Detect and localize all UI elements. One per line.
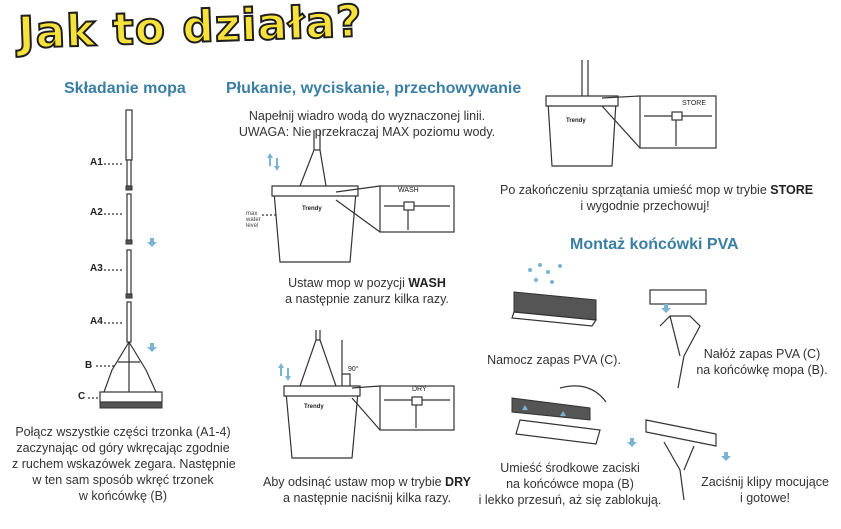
- caption-pva-finish-line: Zaciśnij klipy mocujące: [701, 475, 829, 489]
- mop-label-a1: A1: [90, 157, 103, 168]
- caption-assembly-line: w końcówkę (B): [78, 489, 168, 503]
- caption-dry: Aby odsinąć ustaw mop w trybie DRY a nas…: [232, 474, 502, 506]
- caption-pva-finish-line: i gotowe!: [739, 491, 791, 505]
- caption-store-line-2: i wygodnie przechowuj!: [580, 199, 710, 213]
- caption-store-mode: STORE: [770, 183, 814, 197]
- caption-wash-line-2: a następnie zanurz kilka razy.: [285, 292, 449, 306]
- caption-fill: Napełnij wiadro wodą do wyznaczonej lini…: [232, 108, 502, 140]
- max-water-level-label: max water level: [246, 211, 261, 229]
- caption-assembly-line: Połącz wszystkie części trzonka (A1-4): [15, 425, 231, 439]
- section-title-assembly: Składanie mopa: [64, 80, 186, 97]
- caption-wash-text: Ustaw mop w pozycji: [288, 276, 409, 290]
- caption-pva-attach: Nałóż zapas PVA (C) na końcówkę mopa (B)…: [688, 346, 836, 378]
- store-label: STORE: [682, 100, 706, 107]
- max-water-text: max: [246, 211, 258, 217]
- caption-store: Po zakończeniu sprzątania umieść mop w t…: [500, 182, 813, 214]
- caption-wash: Ustaw mop w pozycji WASH a następnie zan…: [232, 275, 502, 307]
- caption-pva-clips-line: na końcówce mopa (B): [506, 477, 634, 491]
- wash-label: WASH: [398, 187, 419, 194]
- caption-pva-clips-line: Umieść środkowe zaciski: [500, 461, 640, 475]
- caption-dry-line-2: a następnie naciśnij kilka razy.: [283, 491, 451, 505]
- bucket-brand-store: Trendy: [566, 118, 586, 124]
- caption-fill-line: Napełnij wiadro wodą do wyznaczonej lini…: [248, 109, 486, 123]
- caption-dry-mode: DRY: [445, 475, 471, 489]
- mop-label-a3: A3: [90, 263, 103, 274]
- caption-assembly-line: w ten sam sposób wkręć trzonek: [32, 473, 214, 487]
- caption-wash-line-1: Ustaw mop w pozycji WASH: [232, 275, 502, 291]
- mop-label-a4: A4: [90, 316, 103, 327]
- mop-label-a2: A2: [90, 207, 103, 218]
- caption-assembly-line: zaczynając od góry wkręcając zgodnie: [16, 441, 230, 455]
- angle-label: 90°: [348, 366, 359, 373]
- caption-wash-mode: WASH: [408, 276, 446, 290]
- caption-pva-clips-line: i lekko przesuń, aż się zablokują.: [478, 493, 662, 507]
- caption-assembly: Połącz wszystkie części trzonka (A1-4) z…: [12, 424, 236, 504]
- section-title-pva: Montaż końcówki PVA: [570, 236, 739, 253]
- caption-pva-soak: Namocz zapas PVA (C).: [487, 353, 621, 367]
- caption-store-line-1: Po zakończeniu sprzątania umieść mop w t…: [500, 182, 813, 198]
- max-water-text: water: [246, 217, 261, 223]
- mop-label-c: C: [78, 391, 86, 402]
- mop-label-b: B: [85, 360, 93, 371]
- caption-pva-attach-line: Nałóż zapas PVA (C): [703, 347, 821, 361]
- caption-assembly-line: z ruchem wskazówek zegara. Następnie: [12, 457, 236, 471]
- bucket-brand-wash: Trendy: [302, 206, 322, 212]
- bucket-brand-dry: Trendy: [304, 404, 324, 410]
- section-title-rinse: Płukanie, wyciskanie, przechowywanie: [226, 80, 522, 97]
- caption-store-text: Po zakończeniu sprzątania umieść mop w t…: [500, 183, 771, 197]
- caption-fill-line: UWAGA: Nie przekraczaj MAX poziomu wody.: [238, 125, 496, 139]
- caption-pva-attach-line: na końcówkę mopa (B).: [696, 363, 828, 377]
- caption-dry-line-1: Aby odsinąć ustaw mop w trybie DRY: [232, 474, 502, 490]
- dry-label: DRY: [412, 386, 427, 393]
- caption-dry-text: Aby odsinąć ustaw mop w trybie: [263, 475, 446, 489]
- max-water-text: level: [246, 223, 259, 229]
- caption-pva-clips: Umieść środkowe zaciski na końcówce mopa…: [470, 460, 670, 508]
- caption-pva-finish: Zaciśnij klipy mocujące i gotowe!: [700, 474, 830, 506]
